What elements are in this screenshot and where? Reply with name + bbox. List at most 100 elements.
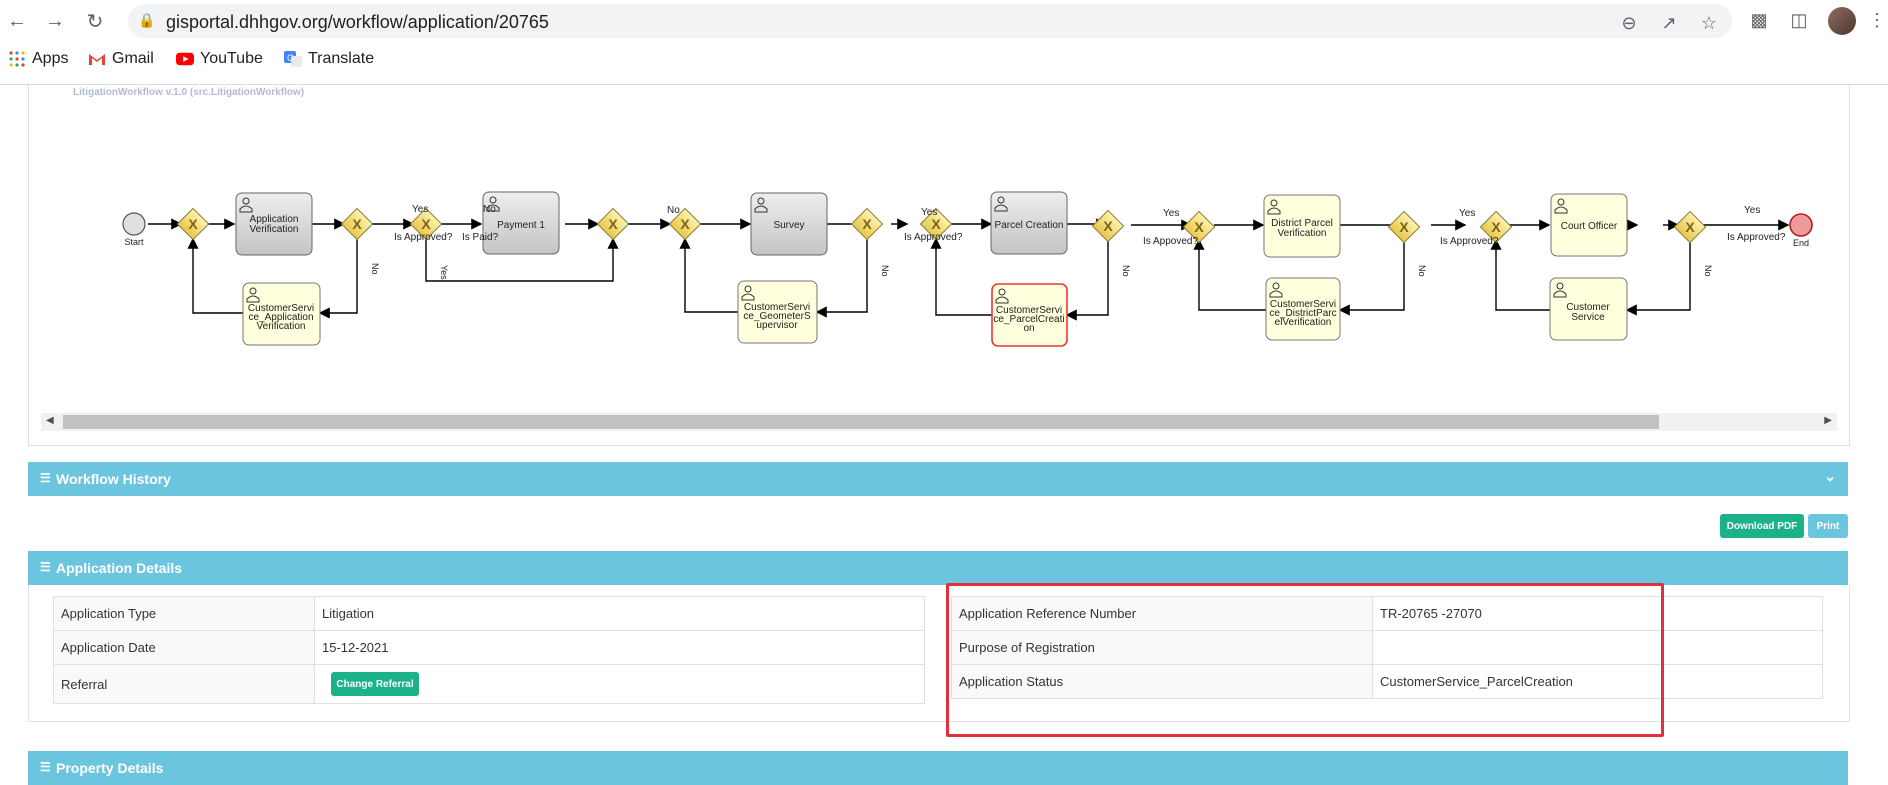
chevron-down-icon[interactable]: ⌄ xyxy=(1824,468,1836,484)
browser-toolbar: ← → ↻ 🔒 gisportal.dhhgov.org/workflow/ap… xyxy=(0,0,1888,85)
scroll-left-icon[interactable]: ◀ xyxy=(46,415,54,426)
label-no-2: No xyxy=(667,205,680,216)
svg-text:X: X xyxy=(188,216,198,232)
back-icon[interactable]: ← xyxy=(7,9,27,32)
detail-value: 15-12-2021 xyxy=(314,630,925,665)
label-yes-5: Yes xyxy=(1744,205,1760,216)
bookmark-translate[interactable]: G Translate xyxy=(284,50,374,68)
forward-icon[interactable]: → xyxy=(45,9,65,32)
label-yes-4: Yes xyxy=(1459,208,1475,219)
label-no-v1: No xyxy=(370,263,380,275)
svg-text:X: X xyxy=(1194,219,1204,235)
property-details-header[interactable]: ☰ Property Details xyxy=(28,751,1848,785)
svg-text:X: X xyxy=(680,216,690,232)
task-district-parcel-label-1: District Parcel xyxy=(1271,218,1333,229)
svg-text:X: X xyxy=(1491,219,1501,235)
label-yes-1: Yes xyxy=(412,204,428,215)
task-district-parcel-label-2: Verification xyxy=(1278,228,1327,239)
extensions-icon[interactable]: ▩ xyxy=(1750,9,1768,30)
svg-text:X: X xyxy=(1399,219,1409,235)
task-court-officer-label: Court Officer xyxy=(1561,221,1618,232)
label-is-approved-4: Is Approved? xyxy=(1727,232,1786,243)
detail-label: Referral xyxy=(53,664,315,704)
share-icon[interactable]: ↗ xyxy=(1661,12,1677,33)
details-table-left: Application Type Litigation Application … xyxy=(53,596,925,704)
task-cs-app-label-1: CustomerServi xyxy=(248,303,314,314)
lock-icon: 🔒 xyxy=(138,12,156,28)
bookmark-star-icon[interactable]: ☆ xyxy=(1700,12,1718,33)
zoom-icon[interactable]: ⊖ xyxy=(1621,12,1637,33)
task-parcel-creation-label: Parcel Creation xyxy=(995,220,1064,231)
label-is-approved-1: Is Approved? xyxy=(394,232,453,243)
task-court-officer xyxy=(1550,193,1628,257)
highlight-annotation-box xyxy=(946,583,1664,737)
task-customer-service-label-2: Service xyxy=(1571,312,1605,323)
side-panel-icon[interactable]: ◫ xyxy=(1790,9,1808,30)
label-no-v2: No xyxy=(880,265,890,277)
list-icon: ☰ xyxy=(40,560,51,574)
detail-label: Application Type xyxy=(53,596,315,631)
detail-label: Application Reference Number xyxy=(951,596,1373,631)
task-customer-service xyxy=(1549,277,1628,341)
label-no-1: No xyxy=(483,204,496,215)
bookmark-apps[interactable]: Apps xyxy=(8,50,68,68)
print-button[interactable]: Print xyxy=(1808,514,1848,538)
task-payment xyxy=(482,191,560,255)
detail-value: CustomerService_ParcelCreation xyxy=(1372,664,1823,699)
user-task-icons xyxy=(239,196,1568,304)
scroll-right-icon[interactable]: ▶ xyxy=(1824,415,1832,426)
task-cs-district-label-2: ce_DistrictParc xyxy=(1269,308,1336,319)
table-row: Referral Change Referral xyxy=(53,664,925,704)
translate-icon: G xyxy=(284,51,302,67)
bookmark-label: YouTube xyxy=(200,50,263,67)
task-district-parcel xyxy=(1263,194,1341,258)
bookmark-youtube[interactable]: YouTube xyxy=(176,50,263,68)
label-yes-3: Yes xyxy=(1163,208,1179,219)
application-details-header[interactable]: ☰ Application Details xyxy=(28,551,1848,585)
bookmark-label: Apps xyxy=(32,50,69,67)
workflow-history-title: Workflow History xyxy=(56,471,171,487)
svg-text:X: X xyxy=(421,216,431,232)
bookmark-gmail[interactable]: Gmail xyxy=(88,50,154,68)
diagram-horizontal-scrollbar[interactable]: ◀ ▶ xyxy=(41,413,1837,431)
youtube-icon xyxy=(176,52,194,66)
detail-value: Litigation xyxy=(314,596,925,631)
table-row: Application Reference Number TR-20765 -2… xyxy=(951,596,1823,631)
detail-label: Application Status xyxy=(951,664,1373,699)
address-bar[interactable]: 🔒 gisportal.dhhgov.org/workflow/applicat… xyxy=(128,4,1732,38)
scrollbar-thumb[interactable] xyxy=(63,415,1659,429)
task-cs-parcel-label-1: CustomerServi xyxy=(996,305,1062,316)
table-row: Purpose of Registration xyxy=(951,630,1823,665)
svg-text:X: X xyxy=(931,216,941,232)
task-cs-parcel-active xyxy=(991,283,1068,347)
task-parcel-creation xyxy=(990,191,1068,255)
label-yes-v1: Yes xyxy=(439,265,449,280)
svg-text:X: X xyxy=(352,216,362,232)
url-text[interactable]: gisportal.dhhgov.org/workflow/applicatio… xyxy=(166,12,549,32)
profile-avatar[interactable] xyxy=(1828,7,1856,35)
workflow-history-header[interactable]: ☰ Workflow History ⌄ xyxy=(28,462,1848,496)
bookmark-label: Gmail xyxy=(112,50,154,67)
bookmark-label: Translate xyxy=(308,50,375,67)
label-yes-2: Yes xyxy=(921,207,937,218)
download-pdf-button[interactable]: Download PDF xyxy=(1720,514,1804,538)
menu-icon[interactable]: ⋮ xyxy=(1868,9,1886,30)
svg-text:X: X xyxy=(862,216,872,232)
end-event xyxy=(1789,213,1813,237)
task-app-verification-label-1: Application xyxy=(250,214,299,225)
list-icon: ☰ xyxy=(40,471,51,485)
svg-text:G: G xyxy=(287,53,294,63)
reload-icon[interactable]: ↻ xyxy=(86,10,104,33)
svg-text:X: X xyxy=(1103,218,1113,234)
change-referral-button[interactable]: Change Referral xyxy=(331,672,419,696)
workflow-diagram[interactable]: X X X X X X X X X X X X Application Veri… xyxy=(29,85,1849,405)
label-is-approved-3: Is Approved? xyxy=(1440,236,1499,247)
end-label: End xyxy=(1793,238,1809,248)
details-table-right: Application Reference Number TR-20765 -2… xyxy=(951,596,1823,699)
table-row: Application Date 15-12-2021 xyxy=(53,630,925,665)
task-app-verification-label-2: Verification xyxy=(250,224,299,235)
application-details-title: Application Details xyxy=(56,560,183,576)
label-is-appoved: Is Appoved? xyxy=(1143,236,1198,247)
list-icon: ☰ xyxy=(40,760,51,774)
label-no-v3: No xyxy=(1121,265,1131,277)
